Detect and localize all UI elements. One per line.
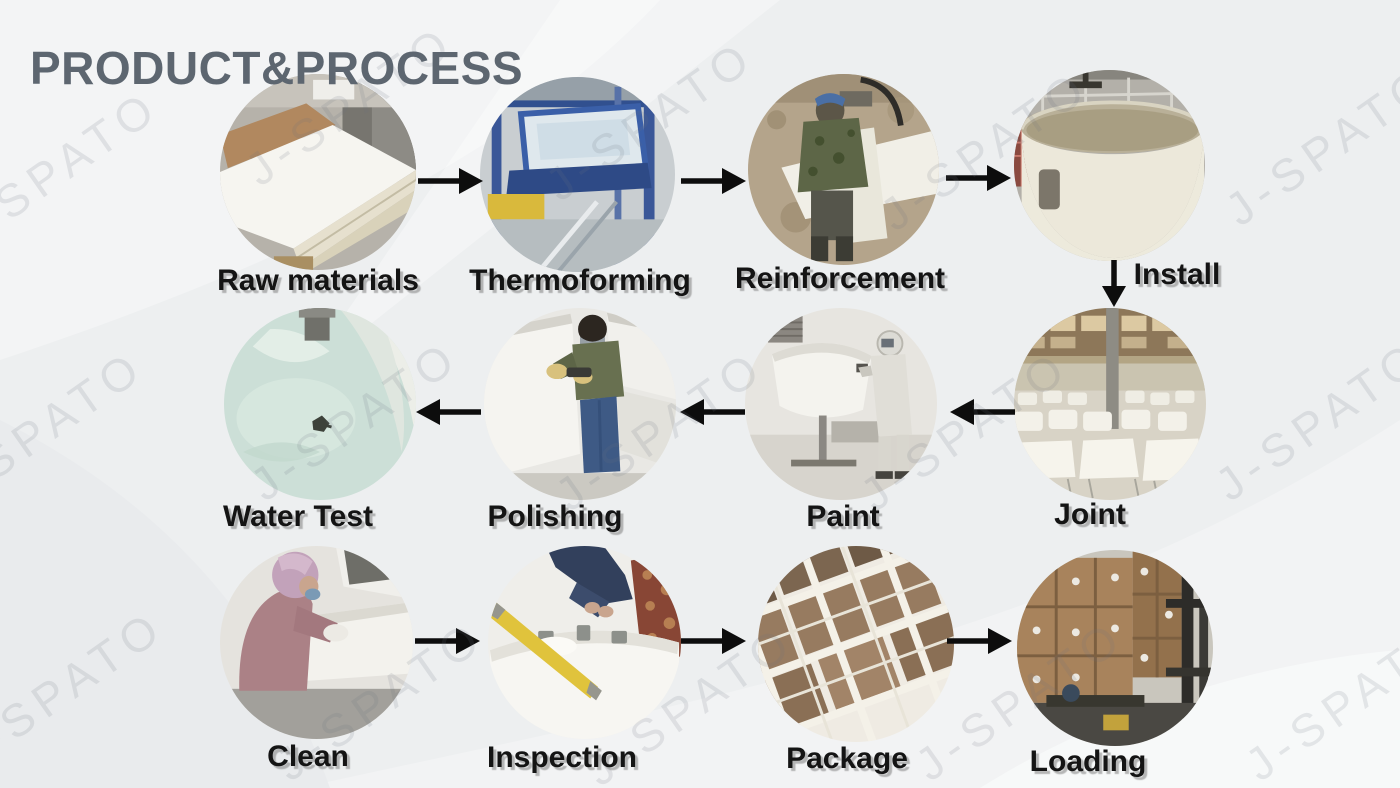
step-label-thermoforming: Thermoforming (469, 264, 691, 297)
step-label-inspection: Inspection (486, 741, 638, 774)
flow-arrow-right-icon (415, 628, 480, 654)
paint-photo (745, 308, 937, 500)
flow-arrow-right-icon (681, 168, 746, 194)
flow-arrow-left-icon (950, 399, 1015, 425)
polishing-photo (484, 308, 676, 500)
step-label-raw-materials: Raw materials (217, 264, 419, 297)
step-label-joint: Joint (1054, 498, 1126, 531)
flow-arrow-right-icon (947, 628, 1012, 654)
raw-materials-photo (220, 74, 416, 270)
thermoforming-photo (480, 77, 675, 272)
flow-arrow-right-icon (418, 168, 483, 194)
flow-arrow-left-icon (416, 399, 481, 425)
step-label-clean: Clean (267, 740, 349, 773)
reinforcement-photo (748, 74, 939, 265)
loading-photo (1017, 550, 1213, 746)
step-label-install: Install (1133, 258, 1221, 291)
page-title: PRODUCT&PROCESS (30, 41, 524, 94)
step-label-paint: Paint (806, 500, 880, 533)
step-label-water-test: Water Test (222, 500, 374, 533)
step-label-loading: Loading (1029, 745, 1147, 778)
step-label-reinforcement: Reinforcement (734, 262, 946, 295)
joint-photo (1014, 308, 1206, 500)
step-label-polishing: Polishing (487, 500, 623, 533)
step-label-package: Package (786, 742, 908, 775)
clean-photo (220, 546, 413, 739)
flow-arrow-right-icon (681, 628, 746, 654)
package-photo (758, 546, 954, 742)
flow-arrow-down-icon (1102, 260, 1126, 307)
water-test-photo (224, 308, 416, 500)
install-photo (1014, 70, 1205, 261)
flow-arrow-right-icon (946, 165, 1011, 191)
inspection-photo (488, 546, 681, 739)
flow-arrow-left-icon (680, 399, 745, 425)
